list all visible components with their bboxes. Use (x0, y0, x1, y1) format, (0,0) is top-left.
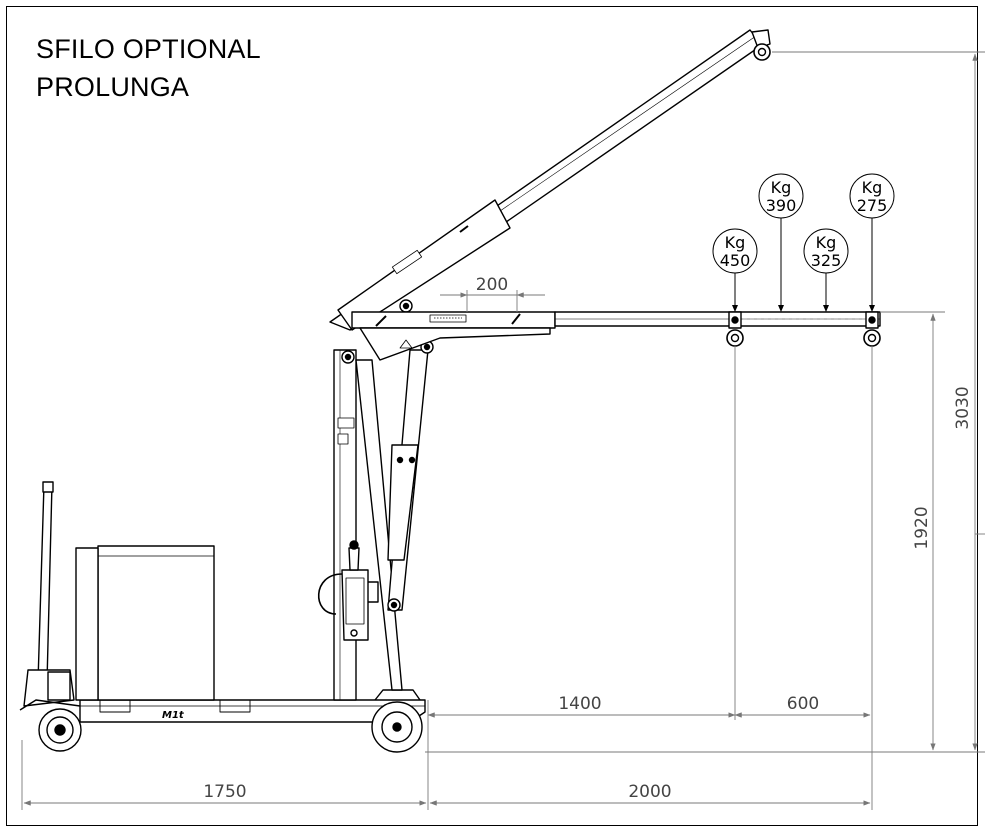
load-label-text: Kg 450 Kg 390 Kg 325 Kg 275 (720, 178, 888, 270)
logo-mark: M1t (162, 710, 185, 721)
load-circle-275 (849, 173, 895, 219)
dim-3030: 3030 (953, 386, 973, 429)
load-value: 275 (857, 196, 888, 215)
title-line-2: PROLUNGA (36, 72, 190, 102)
top-hook (751, 29, 771, 61)
dimension-lines (21, 51, 985, 810)
load-unit: Kg (725, 233, 746, 252)
title-block: SFILO OPTIONAL PROLUNGA (36, 30, 261, 106)
hook-275 (863, 311, 881, 347)
load-value: 325 (811, 251, 842, 270)
load-circle-390 (758, 173, 804, 219)
steering-handle (37, 483, 53, 683)
battery-box (97, 545, 215, 701)
hook-450 (726, 311, 744, 347)
crane-structure (19, 29, 881, 753)
load-circle-325 (803, 228, 849, 274)
dim-1400: 1400 (558, 694, 601, 714)
load-value: 390 (766, 196, 797, 215)
load-unit: Kg (816, 233, 837, 252)
load-unit: Kg (771, 178, 792, 197)
dim-1750: 1750 (203, 782, 246, 802)
dim-600: 600 (787, 694, 819, 714)
load-labels (712, 173, 895, 312)
title-line-1: SFILO OPTIONAL (36, 34, 261, 64)
mast (333, 349, 357, 701)
load-unit: Kg (862, 178, 883, 197)
dimension-labels: 200 1400 600 1750 2000 3030 1920 (203, 275, 973, 802)
dim-2000: 2000 (628, 782, 671, 802)
dim-1920: 1920 (912, 506, 932, 549)
load-circle-450 (712, 228, 758, 274)
dim-200: 200 (476, 275, 508, 295)
load-value: 450 (720, 251, 751, 270)
